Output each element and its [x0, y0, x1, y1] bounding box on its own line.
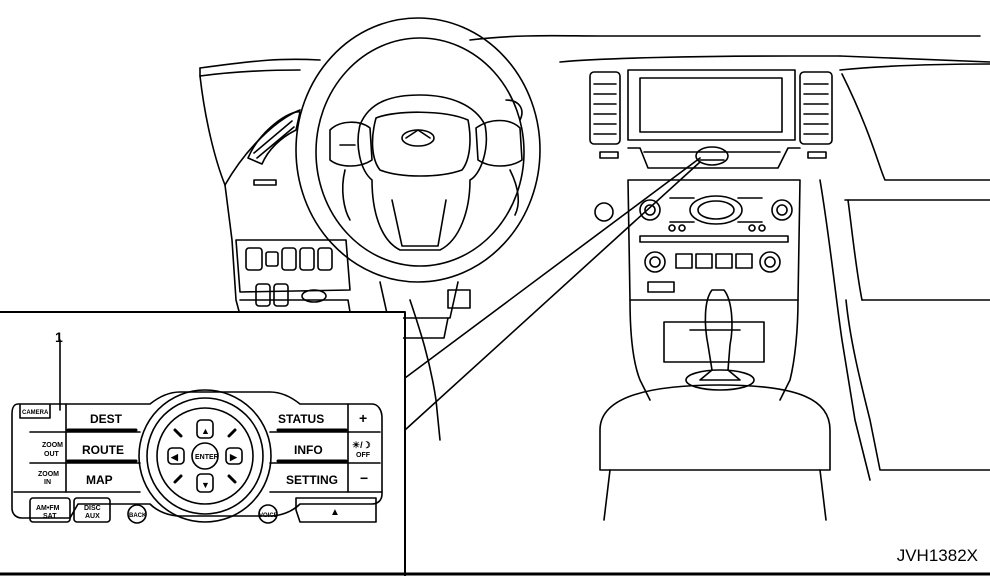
steering-wheel — [295, 17, 541, 339]
figure-code: JVH1382X — [896, 546, 978, 565]
minus-button[interactable]: − — [360, 470, 368, 486]
brightness-icon[interactable]: ☀/☽ — [352, 440, 371, 450]
am-fm-label-2: SAT — [43, 513, 57, 520]
inset-background — [0, 313, 403, 576]
switch-bank — [245, 247, 333, 307]
status-button[interactable]: STATUS — [278, 412, 324, 426]
camera-button[interactable]: CAMERA — [22, 410, 49, 416]
back-button[interactable]: BACK — [129, 513, 147, 519]
zoom-out-label-2: OUT — [44, 451, 60, 458]
up-arrow-icon[interactable]: ▲ — [201, 426, 210, 436]
am-fm-button[interactable]: AM•FM — [36, 505, 60, 512]
callout-lines — [404, 157, 701, 431]
info-button[interactable]: INFO — [294, 443, 323, 457]
dashboard-outline — [199, 34, 990, 481]
inset-frame — [0, 311, 406, 576]
route-button[interactable]: ROUTE — [82, 443, 124, 457]
left-arrow-icon[interactable]: ◀ — [170, 452, 179, 462]
zoom-out-button[interactable]: ZOOM — [42, 442, 63, 449]
plus-button[interactable]: + — [359, 410, 367, 426]
callout-number: 1 — [55, 329, 63, 345]
disc-aux-button[interactable]: DISC — [84, 505, 101, 512]
disc-aux-label-2: AUX — [85, 513, 100, 520]
right-arrow-icon[interactable]: ▶ — [229, 452, 238, 462]
voice-button[interactable]: VOICE — [259, 513, 278, 519]
hazard-icon[interactable]: ▲ — [330, 507, 340, 518]
off-label: OFF — [356, 452, 371, 459]
down-arrow-icon[interactable]: ▼ — [201, 480, 210, 490]
map-button[interactable]: MAP — [86, 473, 113, 487]
setting-button[interactable]: SETTING — [286, 473, 338, 487]
control-panel — [11, 339, 383, 524]
dest-button[interactable]: DEST — [90, 412, 123, 426]
zoom-in-label-2: IN — [44, 479, 51, 486]
enter-button[interactable]: ENTER — [195, 454, 219, 461]
panel-labels: 1 CAMERA DEST ZOOM OUT ROUTE ZOOM IN MAP… — [22, 329, 371, 520]
zoom-in-button[interactable]: ZOOM — [38, 471, 59, 478]
center-stack — [589, 69, 833, 521]
